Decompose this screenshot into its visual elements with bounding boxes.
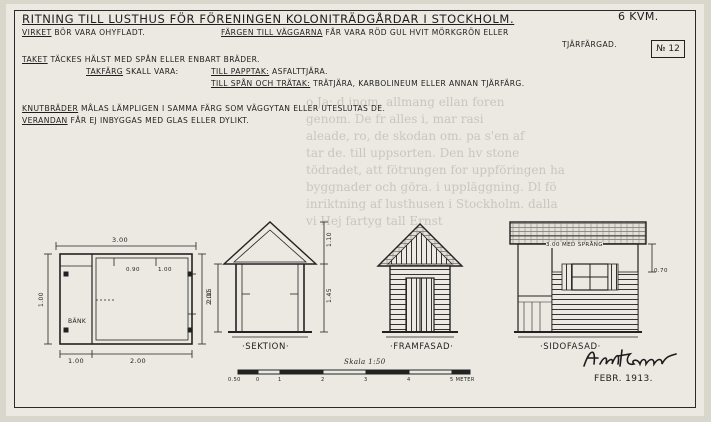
show-through-line: genom. De fr alles i, mar rasi bbox=[306, 112, 484, 126]
note-label: TAKET bbox=[22, 55, 48, 64]
show-through-line: inriktning af lusthusen i Stockholm. dal… bbox=[306, 197, 558, 211]
note-label: TAKFÄRG bbox=[86, 67, 124, 76]
side-elevation bbox=[509, 221, 656, 338]
note-verandan: VERANDAN FÅR EJ INBYGGAS MED GLAS ELLER … bbox=[22, 116, 249, 125]
note-text: MÅLAS LÄMPLIGEN I SAMMA FÄRG SOM VÄGGYTA… bbox=[80, 104, 386, 113]
note-takfarg: TAKFÄRG SKALL VARA: bbox=[86, 67, 179, 76]
drawing-sheet: o Ja: d inom, allmang ellan foren genom.… bbox=[6, 4, 704, 416]
note-farg: FÄRGEN TILL VÄGGARNA FÅR VARA RÖD GUL HV… bbox=[221, 28, 509, 37]
drawings-svg bbox=[44, 221, 656, 375]
drawing-frame bbox=[14, 10, 696, 408]
dim-section-roof: 1.10 bbox=[325, 232, 333, 247]
plan-outline bbox=[59, 253, 193, 345]
note-label: KNUTBRÄDER bbox=[22, 104, 79, 113]
note-label: VIRKET bbox=[22, 28, 52, 37]
sheet-number-box: № 12 bbox=[651, 40, 685, 58]
show-through-line: byggnader och göra. i uppläggning. Dl fö bbox=[306, 180, 557, 194]
dim-side-width: 3.00 MED SPRÅNG bbox=[546, 242, 603, 248]
dim-plan-width: 3.00 bbox=[112, 236, 129, 244]
dim-plan-left: 1.00 bbox=[68, 357, 85, 365]
scale-tick: 5 METER bbox=[450, 377, 475, 383]
note-farg-continued: TJÄRFÄRGAD. bbox=[562, 40, 618, 49]
show-through-text: o Ja: d inom, allmang ellan foren genom.… bbox=[306, 94, 704, 230]
note-papptak: TILL PAPPTAK: ASFALTTJÄRA. bbox=[211, 67, 328, 76]
scale-label: Skala 1:50 bbox=[344, 358, 386, 366]
show-through-line: vi Hej fartyg tall Ernst bbox=[306, 214, 443, 228]
note-text: FÅR VARA RÖD GUL HVIT MÖRKGRÖN ELLER bbox=[325, 28, 509, 37]
floor-plan bbox=[44, 242, 206, 358]
note-knutbrader: KNUTBRÄDER MÅLAS LÄMPLIGEN I SAMMA FÄRG … bbox=[22, 104, 385, 113]
note-label: VERANDAN bbox=[22, 116, 68, 125]
note-text: TÄCKES HÄLST MED SPÅN ELLER ENBART BRÄDE… bbox=[50, 55, 260, 64]
scale-tick: 3 bbox=[364, 377, 368, 383]
scale-tick: 4 bbox=[407, 377, 411, 383]
scale-tick: 0.50 bbox=[228, 377, 241, 383]
note-label: TILL SPÅN OCH TRÄTAK: bbox=[211, 79, 311, 88]
note-text: TRÄTJÄRA, KARBOLINEUM ELLER ANNAN TJÄRFÄ… bbox=[313, 79, 525, 88]
dim-plan-side: 1.00 bbox=[37, 292, 45, 307]
drawing-title: RITNING TILL LUSTHUS FÖR FÖRENINGEN KOLO… bbox=[22, 12, 515, 26]
scale-bar bbox=[237, 369, 471, 375]
note-text: SKALL VARA: bbox=[125, 67, 179, 76]
view-title-framfasad: ·FRAMFASAD· bbox=[390, 342, 454, 352]
drawing-date: FEBR. 1913. bbox=[594, 374, 653, 384]
scale-tick: 1 bbox=[278, 377, 282, 383]
view-title-sidofasad: ·SIDOFASAD· bbox=[540, 342, 601, 352]
note-virket: VIRKET BÖR VARA OHYFLADT. bbox=[22, 28, 145, 37]
bench-label: BÄNK bbox=[68, 318, 87, 325]
dim-window-width: 1.00 bbox=[158, 267, 172, 273]
show-through-line: tar de. till uppsorten. Den hv stone bbox=[306, 146, 520, 160]
front-elevation bbox=[376, 223, 464, 338]
note-spantak: TILL SPÅN OCH TRÄTAK: TRÄTJÄRA, KARBOLIN… bbox=[211, 79, 525, 88]
note-taket: TAKET TÄCKES HÄLST MED SPÅN ELLER ENBART… bbox=[22, 55, 260, 64]
note-label: FÄRGEN TILL VÄGGARNA bbox=[221, 28, 323, 37]
dim-plan-right: 2.00 bbox=[130, 357, 147, 365]
note-text: FÅR EJ INBYGGAS MED GLAS ELLER DYLIKT. bbox=[70, 116, 250, 125]
note-text: BÖR VARA OHYFLADT. bbox=[54, 28, 146, 37]
scale-tick: 0 bbox=[256, 377, 260, 383]
dim-side-height: 0.70 bbox=[654, 268, 668, 274]
dim-door-width: 0.90 bbox=[126, 267, 140, 273]
show-through-line: aleade, ro, de skodan om. pa s'en af bbox=[306, 129, 525, 143]
area-label: 6 KVM. bbox=[618, 10, 659, 23]
scale-tick: 2 bbox=[321, 377, 325, 383]
show-through-line: tödradet, att fötrungen for uppföringen … bbox=[306, 163, 565, 177]
view-title-sektion: ·SEKTION· bbox=[242, 342, 290, 352]
note-label: TILL PAPPTAK: bbox=[211, 67, 270, 76]
signature-mark bbox=[583, 349, 677, 367]
dim-section-low: 2.15 bbox=[205, 288, 213, 303]
note-text: ASFALTTJÄRA. bbox=[272, 67, 328, 76]
show-through-line: o Ja: d inom, allmang ellan foren bbox=[306, 95, 505, 109]
dim-section-wall: 1.45 bbox=[325, 288, 333, 303]
section-drawing bbox=[214, 221, 328, 338]
